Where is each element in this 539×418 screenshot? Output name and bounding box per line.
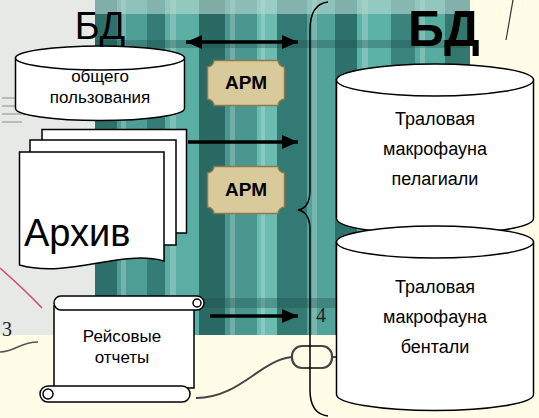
wire [0, 342, 38, 352]
report-scroll-outline [43, 389, 53, 399]
book-spines [307, 0, 335, 335]
callout-number: 3 [2, 318, 12, 340]
flow-arrow [210, 314, 298, 318]
book-spines [277, 0, 307, 335]
paper-lines [2, 121, 22, 123]
report-scroll-outline [54, 306, 194, 388]
node-label: АРМ [225, 179, 267, 201]
decor-line [506, 0, 513, 40]
database-cylinder-outline [16, 46, 185, 70]
report-scroll-outline [193, 299, 201, 307]
database-group: БД Траловая макрофауна пелагиалиТраловая … [298, 0, 539, 418]
database-cylinder: Траловая макрофауна бентали [335, 226, 535, 412]
node-label: Рейсовые отчеты [72, 326, 172, 368]
wire [196, 357, 292, 398]
node-label: БД [408, 4, 480, 54]
database-cylinder: БД общего пользования [14, 6, 186, 122]
node-label: Траловая макрофауна пелагиали [375, 104, 495, 194]
book-highlights [312, 0, 317, 335]
workstation-box-outline [208, 167, 285, 214]
report-scroll-outline [40, 386, 190, 402]
report-scroll: Рейсовые отчеты [34, 292, 210, 408]
archive-documents: Архив [18, 128, 188, 273]
database-cylinder-outline [337, 242, 534, 410]
database-cylinder: Траловая макрофауна пелагиали [335, 64, 535, 236]
database-cylinder-outline [337, 226, 534, 258]
flow-arrow [188, 140, 298, 144]
node-label: БД [75, 6, 126, 46]
database-group-outline [298, 2, 328, 416]
workstation-box-outline [208, 61, 285, 106]
workstation-box: АРМ [207, 60, 285, 106]
flow-arrow [186, 40, 298, 44]
callout-number: 4 [316, 304, 326, 326]
node-label: АРМ [225, 72, 267, 94]
database-cylinder-outline [337, 64, 534, 96]
node-label: Траловая макрофауна бентали [375, 272, 495, 362]
node-label: Архив [24, 212, 130, 254]
callout-number: 4 [316, 304, 326, 326]
cable-knot [292, 346, 332, 368]
workstation-box: АРМ [207, 166, 285, 214]
archive-documents-outline [20, 152, 165, 269]
callout-number: 3 [2, 318, 12, 340]
database-cylinder-outline [16, 58, 185, 121]
database-cylinder-outline [337, 80, 534, 234]
report-scroll-outline [54, 296, 204, 310]
node-label: общего пользования [35, 66, 165, 108]
pink-leader [0, 268, 42, 308]
